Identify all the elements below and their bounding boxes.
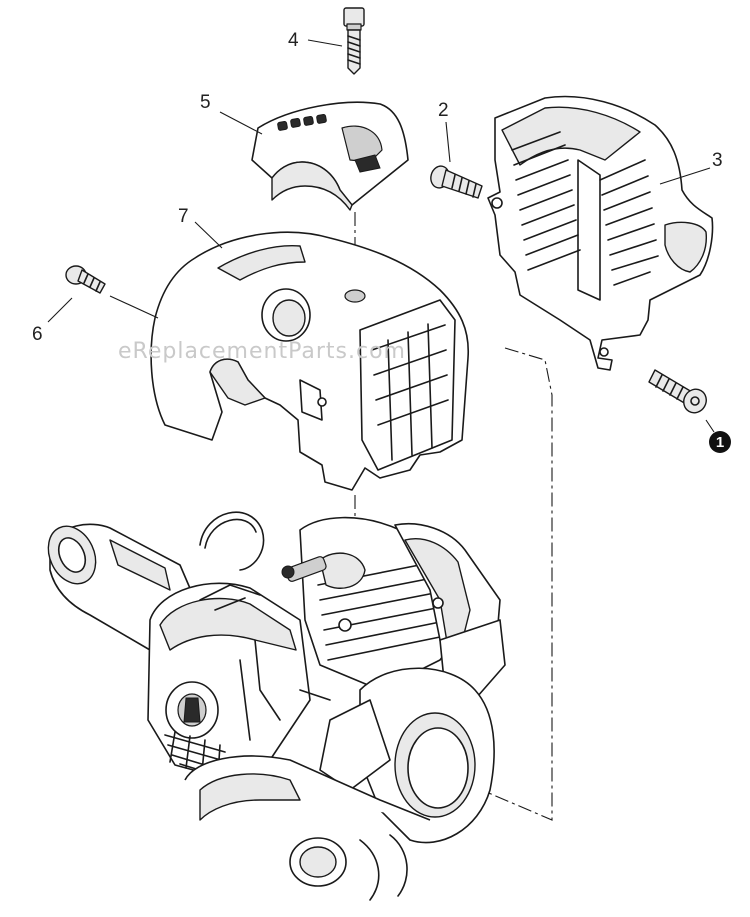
leader-line-7: [194, 221, 223, 249]
starter-grille: [164, 731, 229, 778]
part-6-bolt: [65, 265, 106, 294]
leader-line-2: [445, 121, 451, 163]
callout-1-badge: 1: [709, 431, 731, 453]
leader-line-1: [705, 419, 715, 433]
watermark: eReplacementParts.com: [118, 339, 406, 364]
part-4-bolt: [343, 7, 365, 75]
callout-1: 1: [716, 434, 724, 451]
callout-7: 7: [178, 206, 189, 227]
part-3-rear-shroud: [487, 95, 714, 371]
callout-2: 2: [438, 100, 449, 121]
callout-6: 6: [32, 324, 43, 345]
part-7-grille: [359, 299, 456, 471]
assembly-dash-line-right: [469, 347, 553, 821]
part-5-top-cover: [251, 101, 409, 211]
part-5-vent-slots: [277, 114, 327, 131]
callout-5: 5: [200, 92, 211, 113]
leader-line-6: [47, 297, 73, 323]
leader-line-6b: [109, 295, 159, 319]
spark-plug: [281, 552, 366, 589]
leader-line-4: [307, 39, 343, 47]
engine-assembly: [47, 511, 506, 901]
callout-4: 4: [288, 30, 299, 51]
leader-line-5: [219, 111, 263, 135]
part-2-bolt: [430, 165, 483, 199]
part-3-fins: [511, 131, 659, 301]
part-7-engine-cover: [150, 231, 470, 491]
callout-3: 3: [712, 150, 723, 171]
part-1-bolt: [648, 369, 707, 414]
cylinder-fins: [317, 559, 453, 661]
leader-line-3: [659, 167, 711, 185]
